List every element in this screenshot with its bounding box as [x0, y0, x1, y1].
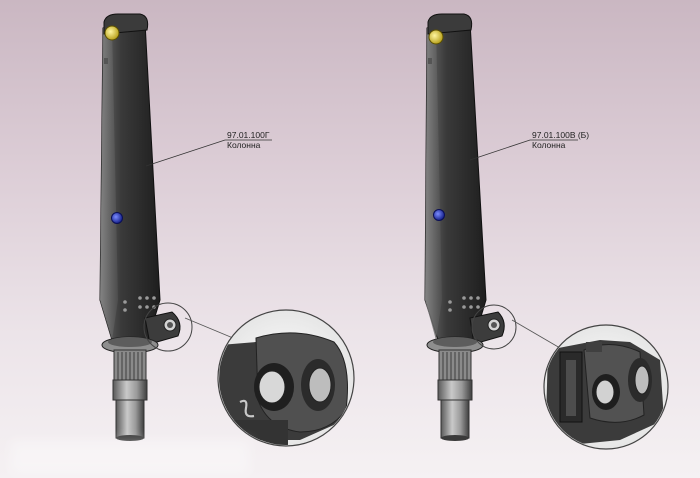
- detail-view-right[interactable]: [543, 324, 669, 450]
- callout-label-left: 97.01.100Г Колонна: [227, 130, 269, 150]
- column-model-left[interactable]: [99, 13, 193, 441]
- footer-highlight: [10, 440, 250, 474]
- bolt-icon: [111, 212, 123, 224]
- pivot-pin-icon: [104, 25, 120, 41]
- leader-line-left: [145, 139, 272, 167]
- detail-view-left[interactable]: [217, 309, 355, 450]
- part-code-right: 97.01.100В (Б): [532, 130, 590, 140]
- column-model-right[interactable]: [424, 13, 517, 441]
- part-name-left: Колонна: [227, 140, 261, 150]
- part-code-left: 97.01.100Г: [227, 130, 270, 140]
- callout-label-right: 97.01.100В (Б) Колонна: [532, 130, 589, 150]
- part-name-right: Колонна: [532, 140, 566, 150]
- leader-line-right: [469, 139, 578, 161]
- pivot-pin-icon: [428, 29, 444, 45]
- bolt-icon: [433, 209, 445, 221]
